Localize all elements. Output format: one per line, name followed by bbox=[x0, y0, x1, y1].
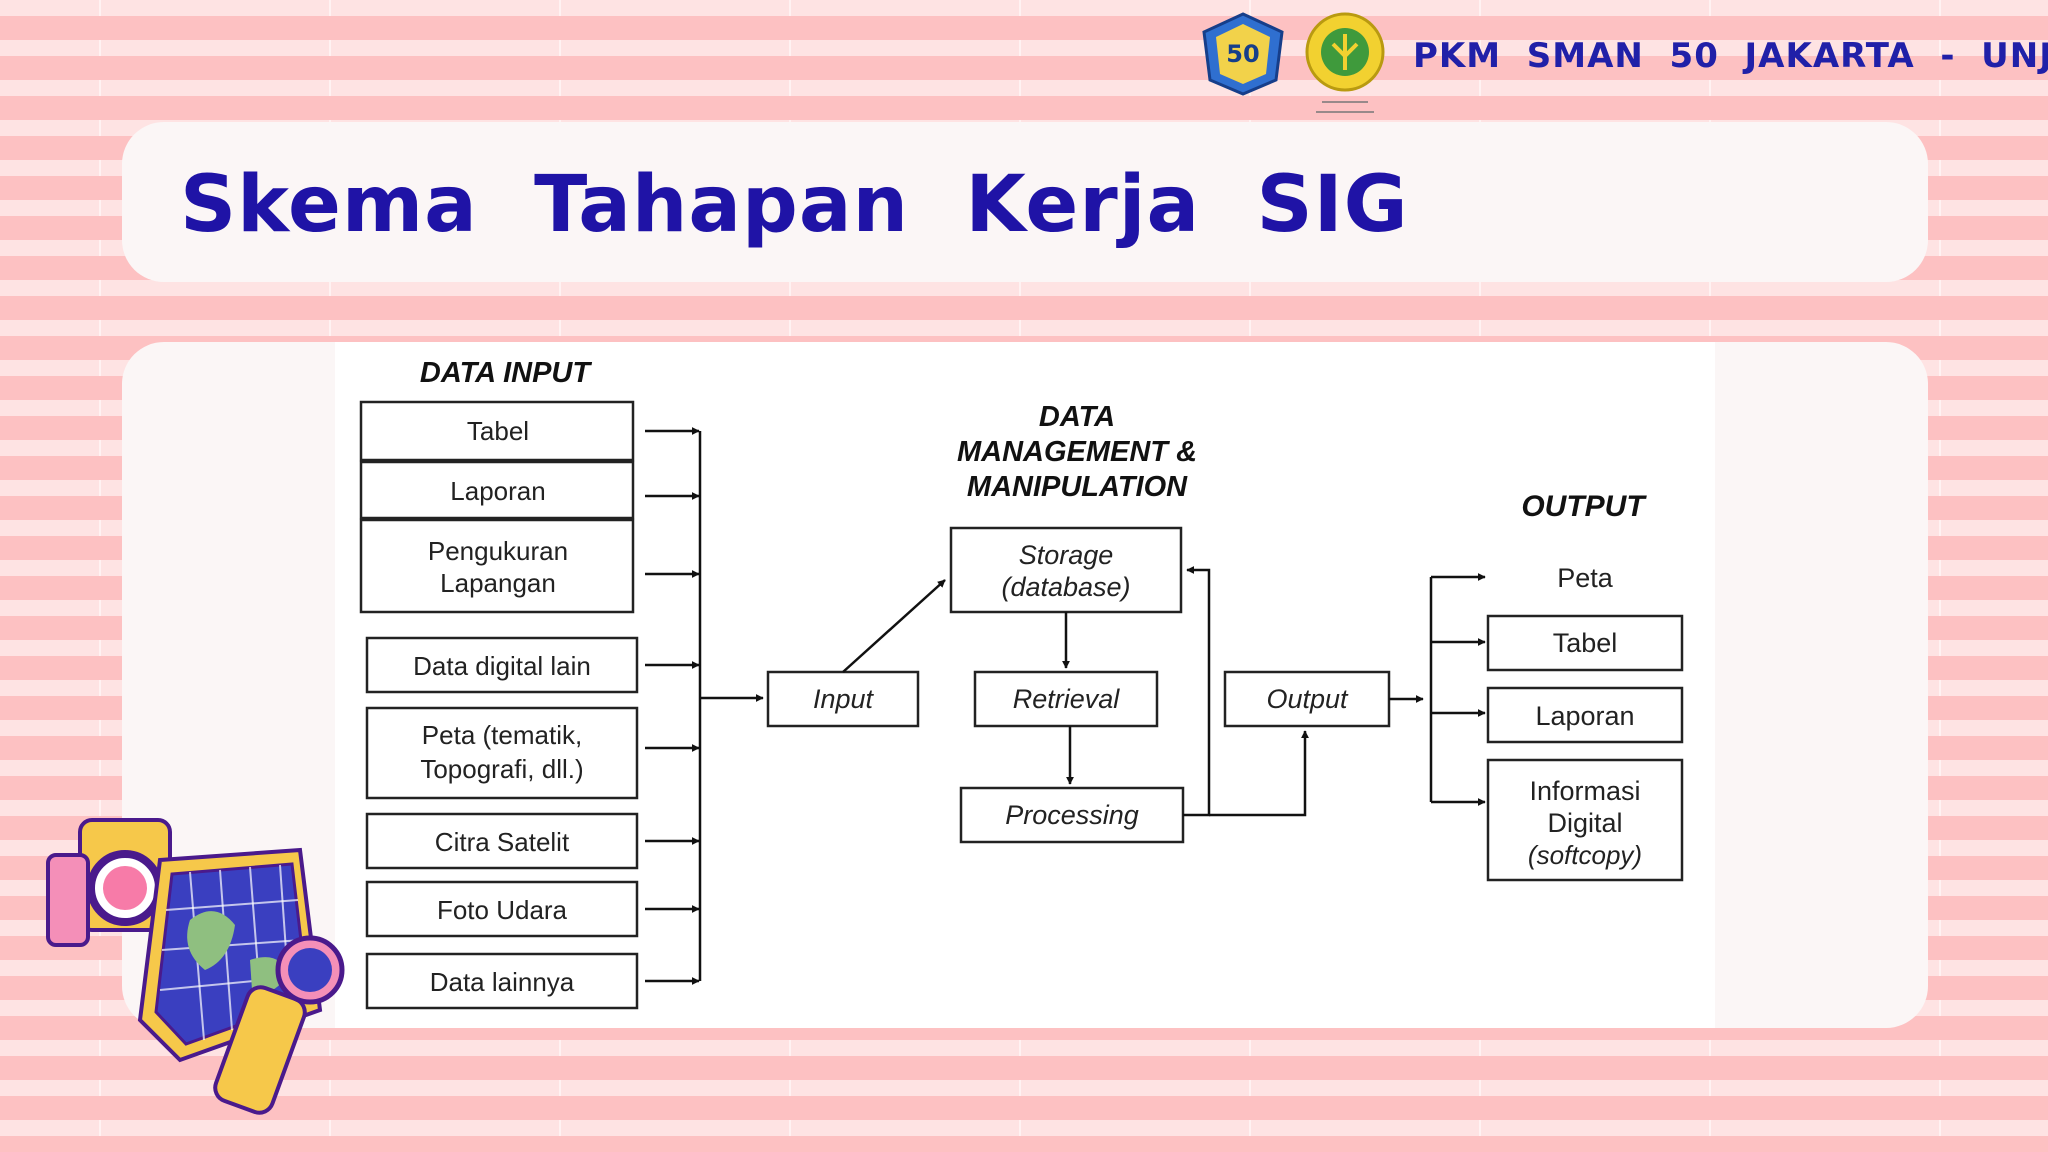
input-item-laporan: Laporan bbox=[450, 476, 545, 506]
management-heading-line1: DATA bbox=[1039, 401, 1115, 433]
output-item-laporan: Laporan bbox=[1535, 701, 1634, 731]
management-heading-line3: MANIPULATION bbox=[967, 471, 1188, 503]
camera-icon bbox=[46, 818, 172, 947]
storage-label: Storage bbox=[1019, 540, 1114, 570]
input-box-label: Input bbox=[813, 684, 875, 714]
unj-logo-icon bbox=[1305, 12, 1385, 113]
output-item-informasi-line1: Informasi bbox=[1529, 776, 1640, 806]
input-item-data-digital: Data digital lain bbox=[413, 651, 591, 681]
processing-label: Processing bbox=[1005, 800, 1139, 830]
input-item-pengukuran-line1: Pengukuran bbox=[428, 536, 568, 566]
map-illustration bbox=[46, 818, 345, 1115]
page-title: Skema Tahapan Kerja SIG bbox=[180, 160, 1409, 250]
output-item-informasi-line3: (softcopy) bbox=[1528, 840, 1642, 870]
output-box-label: Output bbox=[1266, 684, 1349, 714]
institution-text: PKM SMAN 50 JAKARTA - UNJ bbox=[1413, 36, 2048, 76]
storage-sublabel: (database) bbox=[1001, 572, 1130, 602]
input-item-pengukuran-line2: Lapangan bbox=[440, 568, 556, 598]
management-heading-line2: MANAGEMENT & bbox=[957, 436, 1197, 468]
retrieval-label: Retrieval bbox=[1013, 684, 1121, 714]
header: 50 PKM SMAN 50 JAKARTA - UNJ bbox=[1168, 0, 2048, 120]
data-input-heading: DATA INPUT bbox=[420, 357, 593, 389]
input-item-peta-line1: Peta (tematik, bbox=[422, 720, 582, 750]
magnifier-icon bbox=[213, 935, 345, 1115]
input-item-peta-line2: Topografi, dll.) bbox=[420, 754, 583, 784]
output-heading: OUTPUT bbox=[1521, 490, 1647, 523]
input-item-citra: Citra Satelit bbox=[435, 827, 570, 857]
sig-workflow-diagram: DATA INPUT Tabel Laporan Pengukuran Lapa… bbox=[335, 342, 1715, 1028]
sman-50-logo-icon: 50 bbox=[1202, 12, 1284, 96]
input-item-data-lainnya: Data lainnya bbox=[430, 967, 575, 997]
input-item-tabel: Tabel bbox=[467, 416, 529, 446]
logo-number: 50 bbox=[1226, 40, 1259, 68]
output-item-informasi-line2: Digital bbox=[1547, 808, 1622, 838]
title-card: Skema Tahapan Kerja SIG bbox=[122, 122, 1928, 282]
output-item-peta: Peta bbox=[1557, 563, 1614, 593]
output-item-tabel: Tabel bbox=[1553, 628, 1618, 658]
input-item-foto-udara: Foto Udara bbox=[437, 895, 568, 925]
